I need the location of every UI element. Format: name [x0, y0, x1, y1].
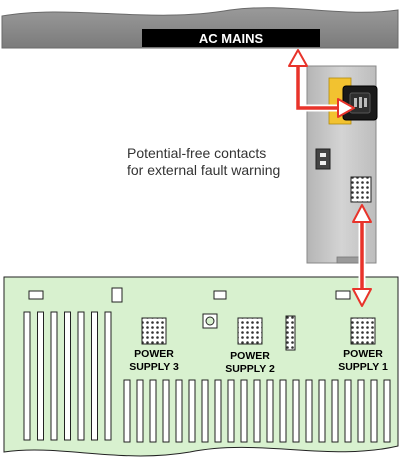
ps2-connector: [237, 317, 263, 345]
board-tab: [111, 287, 123, 303]
psu-output-connector: [350, 176, 372, 203]
card-slot: [104, 311, 112, 441]
card-slot: [136, 379, 144, 443]
board-tab: [28, 290, 44, 300]
card-slot: [344, 379, 352, 443]
ps1-connector: [350, 317, 376, 345]
ac-mains-label-box: [142, 29, 320, 47]
psu-module: [306, 65, 378, 264]
ps2-label-line2: SUPPLY 2: [225, 363, 275, 375]
fault-contacts-terminal: [315, 148, 331, 170]
ps3-label-line2: SUPPLY 3: [129, 361, 179, 373]
ps1-label-line1: POWER: [343, 348, 383, 360]
ac-mains-label: AC MAINS: [199, 31, 264, 46]
card-slot: [279, 379, 287, 443]
card-slot: [162, 379, 170, 443]
card-slot: [50, 311, 58, 441]
board-tab: [335, 290, 351, 300]
card-slot: [188, 379, 196, 443]
card-slot: [383, 379, 391, 443]
card-slot: [201, 379, 209, 443]
board-header: [285, 315, 296, 351]
card-slot: [266, 379, 274, 443]
card-slot: [370, 379, 378, 443]
fault-warning-note-line1: Potential-free contacts: [127, 145, 266, 161]
card-slot: [253, 379, 261, 443]
ps2-label-line1: POWER: [230, 350, 270, 362]
card-slot: [240, 379, 248, 443]
card-slot: [331, 379, 339, 443]
ps3-connector: [141, 317, 167, 345]
card-slot: [149, 379, 157, 443]
card-slot: [123, 379, 131, 443]
card-slot: [91, 311, 98, 441]
mains-to-psu-arrow: [288, 49, 355, 118]
card-slot: [305, 379, 313, 443]
card-slot: [357, 379, 365, 443]
card-slot: [37, 311, 44, 441]
card-slot: [214, 379, 222, 443]
psu-to-backplane-arrow: [352, 204, 372, 307]
fault-warning-note-line2: for external fault warning: [127, 162, 280, 178]
card-slot: [175, 379, 183, 443]
card-slot: [318, 379, 326, 443]
ps1-label-line2: SUPPLY 1: [338, 361, 388, 373]
card-slot: [292, 379, 300, 443]
board-tab: [213, 290, 227, 300]
card-slot: [64, 311, 71, 441]
backplane-components: [23, 287, 391, 443]
card-slot: [23, 311, 31, 441]
ps3-label-line1: POWER: [134, 348, 174, 360]
card-slot: [227, 379, 235, 443]
card-slot: [77, 311, 85, 441]
